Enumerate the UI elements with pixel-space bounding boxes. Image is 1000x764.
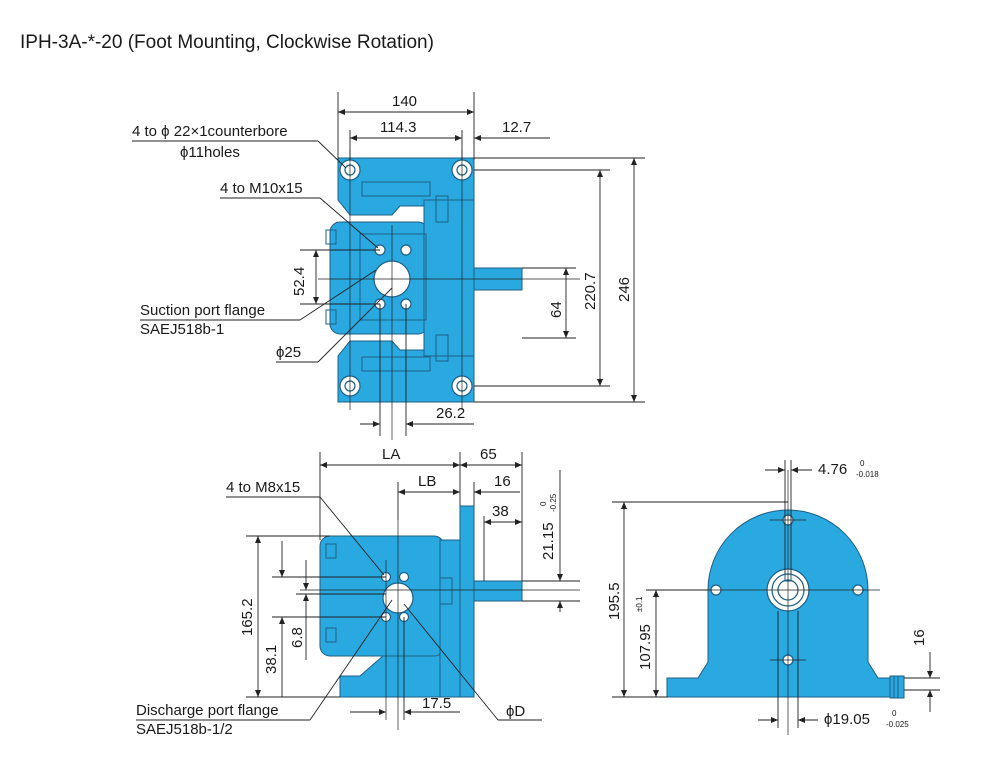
label-phiD: ϕD <box>506 703 525 720</box>
dim-38-1: 38.1 <box>263 645 280 674</box>
dim-4-76-tol-lower: -0.018 <box>856 470 879 479</box>
label-m8: 4 to M8x15 <box>226 479 300 496</box>
front-view: 4.76 0 -0.018 195.5 107.95 ±0.1 16 ϕ19.0… <box>606 459 940 735</box>
dim-38: 38 <box>492 503 509 520</box>
label-suction-line1: Suction port flange <box>140 302 265 319</box>
dim-64: 64 <box>548 301 565 318</box>
side-view-main-body <box>319 535 445 657</box>
label-suction-line2: SAEJ518b-1 <box>140 321 224 338</box>
dim-246: 246 <box>616 277 633 302</box>
dim-195-5: 195.5 <box>606 582 623 620</box>
dim-19-05: ϕ19.05 <box>824 711 870 728</box>
page-title: IPH-3A-*-20 (Foot Mounting, Clockwise Ro… <box>20 32 434 53</box>
dim-165-2: 165.2 <box>239 598 256 636</box>
top-view-bracket <box>423 199 475 357</box>
dim-21-15: 21.15 <box>540 522 557 560</box>
dim-26-2: 26.2 <box>436 405 465 422</box>
dim-LB: LB <box>418 473 436 490</box>
side-view-base <box>339 654 441 698</box>
dim-16-side: 16 <box>494 473 511 490</box>
dim-17-5: 17.5 <box>422 695 451 712</box>
top-view: 140 114.3 12.7 220.7 246 64 52.4 26. <box>132 92 645 440</box>
label-discharge-line1: Discharge port flange <box>136 702 279 719</box>
label-counterbore-line1: 4 to ϕ 22×1counterbore <box>132 123 288 140</box>
dim-16-front: 16 <box>911 629 928 646</box>
side-view: LA 65 LB 16 38 21.15 0 -0.25 165.2 38.1 <box>136 446 580 738</box>
side-view-shaft <box>473 580 523 602</box>
dim-140: 140 <box>392 93 417 110</box>
side-view-mount-plate <box>459 505 475 698</box>
side-view-bracket <box>439 539 461 698</box>
dim-12-7: 12.7 <box>502 119 531 136</box>
dim-4-76: 4.76 <box>818 461 847 478</box>
label-m10: 4 to M10x15 <box>220 180 303 197</box>
front-view-plug <box>889 675 905 699</box>
dim-21-15-tol-lower: -0.25 <box>549 493 558 512</box>
dim-220-7: 220.7 <box>582 272 599 310</box>
dim-4-76-tol-upper: 0 <box>860 459 865 468</box>
dim-114-3: 114.3 <box>380 119 416 136</box>
label-counterbore-line2: ϕ11holes <box>180 144 240 161</box>
dim-19-05-tol-upper: 0 <box>892 709 897 718</box>
dim-21-15-tol-upper: 0 <box>539 501 548 506</box>
dim-52-4: 52.4 <box>291 267 308 296</box>
dim-LA: LA <box>382 446 400 463</box>
label-phi25: ϕ25 <box>276 344 301 361</box>
label-discharge-line2: SAEJ518b-1/2 <box>136 721 233 738</box>
dim-65: 65 <box>480 446 497 463</box>
dim-19-05-tol-lower: -0.025 <box>886 720 909 729</box>
dim-6-8: 6.8 <box>289 627 306 648</box>
dim-107-95-tol: ±0.1 <box>635 596 644 612</box>
dim-107-95: 107.95 <box>637 624 654 670</box>
